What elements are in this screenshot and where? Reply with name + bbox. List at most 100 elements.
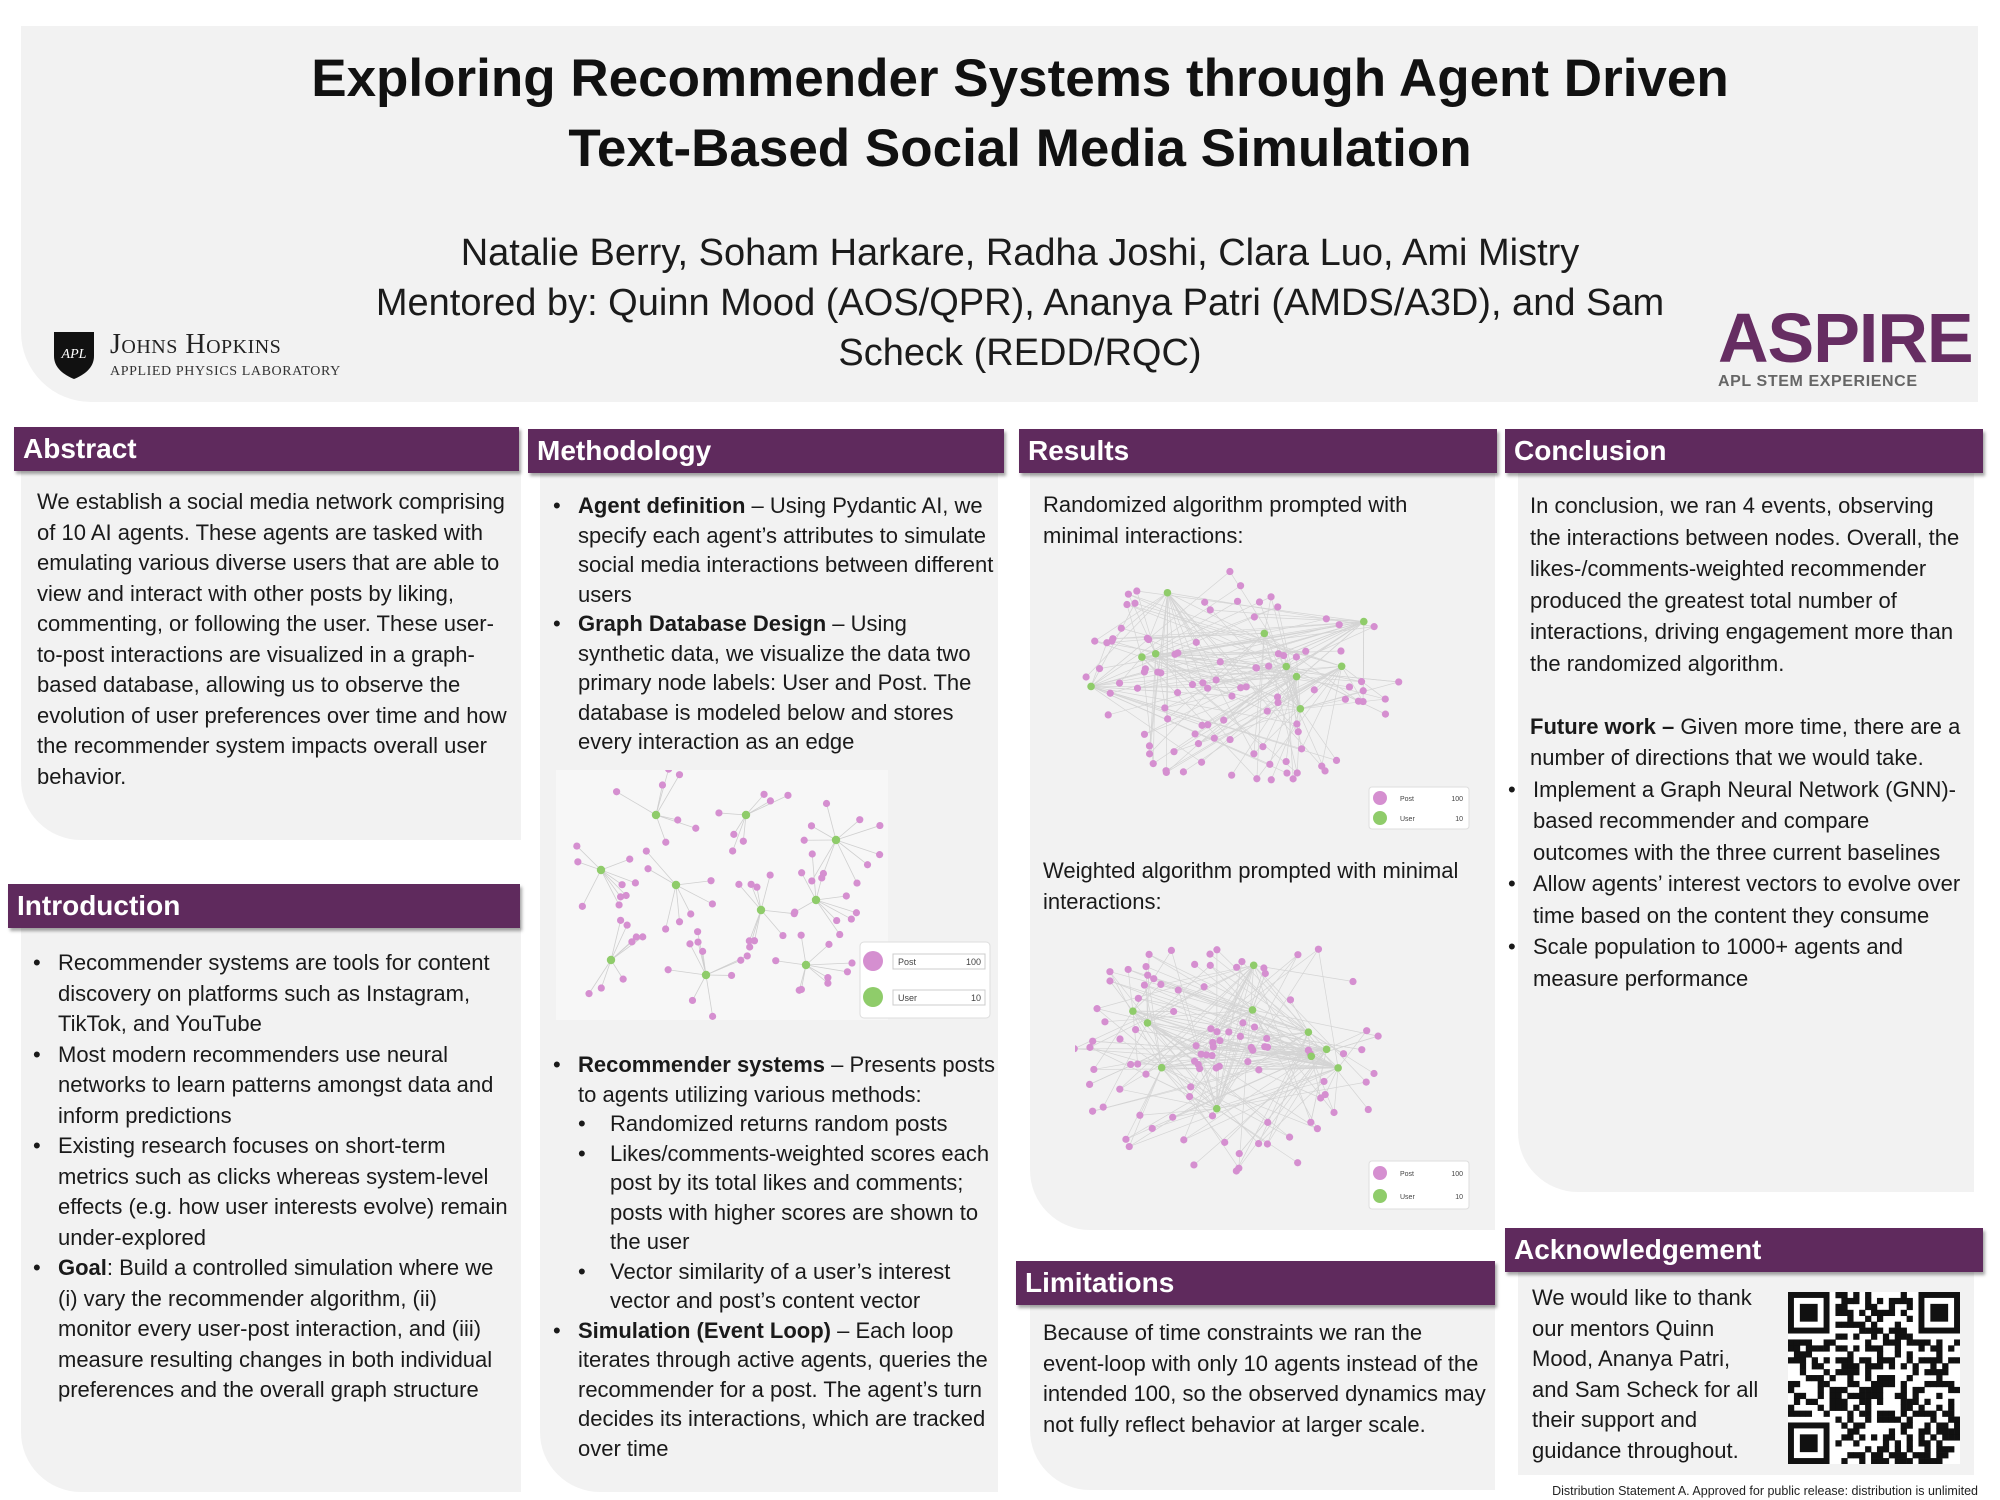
post-node (753, 883, 761, 891)
post-node (1294, 728, 1302, 736)
post-node (1157, 980, 1165, 989)
post-node (730, 830, 738, 838)
post-node (1209, 1043, 1217, 1051)
conclusion-body: In conclusion, we ran 4 events, observin… (1508, 490, 1970, 994)
post-node (692, 824, 700, 832)
user-node (596, 865, 606, 875)
post-node (628, 938, 636, 946)
post-node (1339, 1050, 1348, 1058)
aspire-wordmark: ASPIRE (1718, 299, 1974, 377)
post-node (1302, 647, 1310, 655)
post-node (1332, 756, 1341, 764)
post-node (1283, 769, 1291, 777)
user-node (651, 810, 661, 820)
post-node (750, 937, 759, 945)
user-node (1282, 662, 1291, 671)
post-node (1289, 775, 1297, 783)
post-node (1099, 1103, 1107, 1111)
post-node (665, 770, 673, 773)
sub-list-item: Randomized returns random posts (578, 1109, 997, 1139)
post-node (1188, 680, 1197, 689)
post-node (1134, 1060, 1142, 1068)
post-node (1136, 1111, 1144, 1119)
post-node (1255, 1139, 1263, 1148)
post-node (1263, 707, 1271, 715)
post-node (675, 918, 684, 926)
list-item: Most modern recommenders use neural netw… (25, 1040, 510, 1132)
post-node (836, 930, 844, 939)
results-caption-1: Randomized algorithm prompted with minim… (1043, 492, 1408, 548)
post-node (1213, 946, 1221, 954)
post-node (644, 865, 652, 873)
post-node (1285, 1133, 1294, 1141)
author-block: Natalie Berry, Soham Harkare, Radha Josh… (300, 228, 1740, 378)
post-node (1106, 977, 1114, 985)
graph-database-diagram: Post 100 User 10 (556, 770, 991, 1020)
post-node (1266, 760, 1274, 768)
post-node (1206, 606, 1214, 614)
apl-subtitle: APPLIED PHYSICS LABORATORY (110, 364, 341, 379)
post-node (1292, 653, 1301, 661)
post-node (674, 816, 682, 824)
post-node (791, 908, 799, 916)
abstract-panel (21, 470, 521, 840)
post-node (737, 956, 745, 964)
shield-icon: APL (54, 332, 94, 379)
mentors-line-cont: Scheck (REDD/RQC) (838, 332, 1202, 374)
post-node (1293, 720, 1301, 728)
legend-user-count: 10 (1455, 1194, 1463, 1201)
post-node (1280, 651, 1288, 660)
post-node (779, 931, 787, 940)
post-node (1235, 1164, 1243, 1172)
post-node (1237, 684, 1245, 692)
legend-post-label: Post (1400, 1171, 1414, 1178)
qr-code-icon[interactable] (1788, 1292, 1960, 1464)
post-node (784, 791, 792, 799)
user-node (1138, 653, 1146, 661)
post-node (1106, 968, 1114, 976)
user-node (1334, 1064, 1342, 1072)
post-node (573, 842, 581, 850)
post-node (847, 915, 855, 923)
post-node (1255, 598, 1264, 606)
post-node (735, 880, 743, 888)
post-node (1235, 1150, 1243, 1158)
post-node (1250, 1023, 1259, 1031)
post-node (766, 797, 775, 805)
post-node (1250, 613, 1258, 621)
post-node (1145, 742, 1154, 750)
post-node (1261, 969, 1269, 978)
user-node (1212, 1104, 1221, 1113)
post-node (1157, 669, 1165, 677)
methodology-top: Agent definition – Using Pydantic AI, we… (545, 491, 995, 757)
post-node (1131, 599, 1139, 607)
post-node (818, 874, 826, 882)
post-node (1216, 1036, 1224, 1045)
user-node (1296, 705, 1305, 713)
post-node (708, 1012, 717, 1020)
post-node (1345, 683, 1354, 691)
user-node (1157, 1063, 1166, 1072)
post-node (1320, 1077, 1328, 1086)
post-node (1249, 1046, 1257, 1054)
post-node (1263, 1140, 1272, 1148)
poster-title: Exploring Recommender Systems through Ag… (220, 44, 1820, 184)
post-node (694, 928, 702, 936)
post-node (1228, 692, 1236, 700)
post-node (1123, 600, 1131, 609)
post-node (1349, 977, 1357, 986)
user-node (1151, 649, 1160, 658)
post-node (1282, 757, 1290, 766)
post-node (766, 871, 774, 879)
post-node (1145, 950, 1153, 958)
post-node (1197, 758, 1206, 766)
user-node (1292, 672, 1301, 681)
post-node (1244, 1058, 1252, 1066)
post-node (1180, 1136, 1188, 1144)
post-node (1264, 1118, 1272, 1126)
title-line-1: Exploring Recommender Systems through Ag… (311, 49, 1729, 108)
post-node (876, 821, 884, 830)
post-node (798, 869, 806, 877)
post-node (615, 901, 623, 909)
post-node (1374, 1032, 1382, 1040)
